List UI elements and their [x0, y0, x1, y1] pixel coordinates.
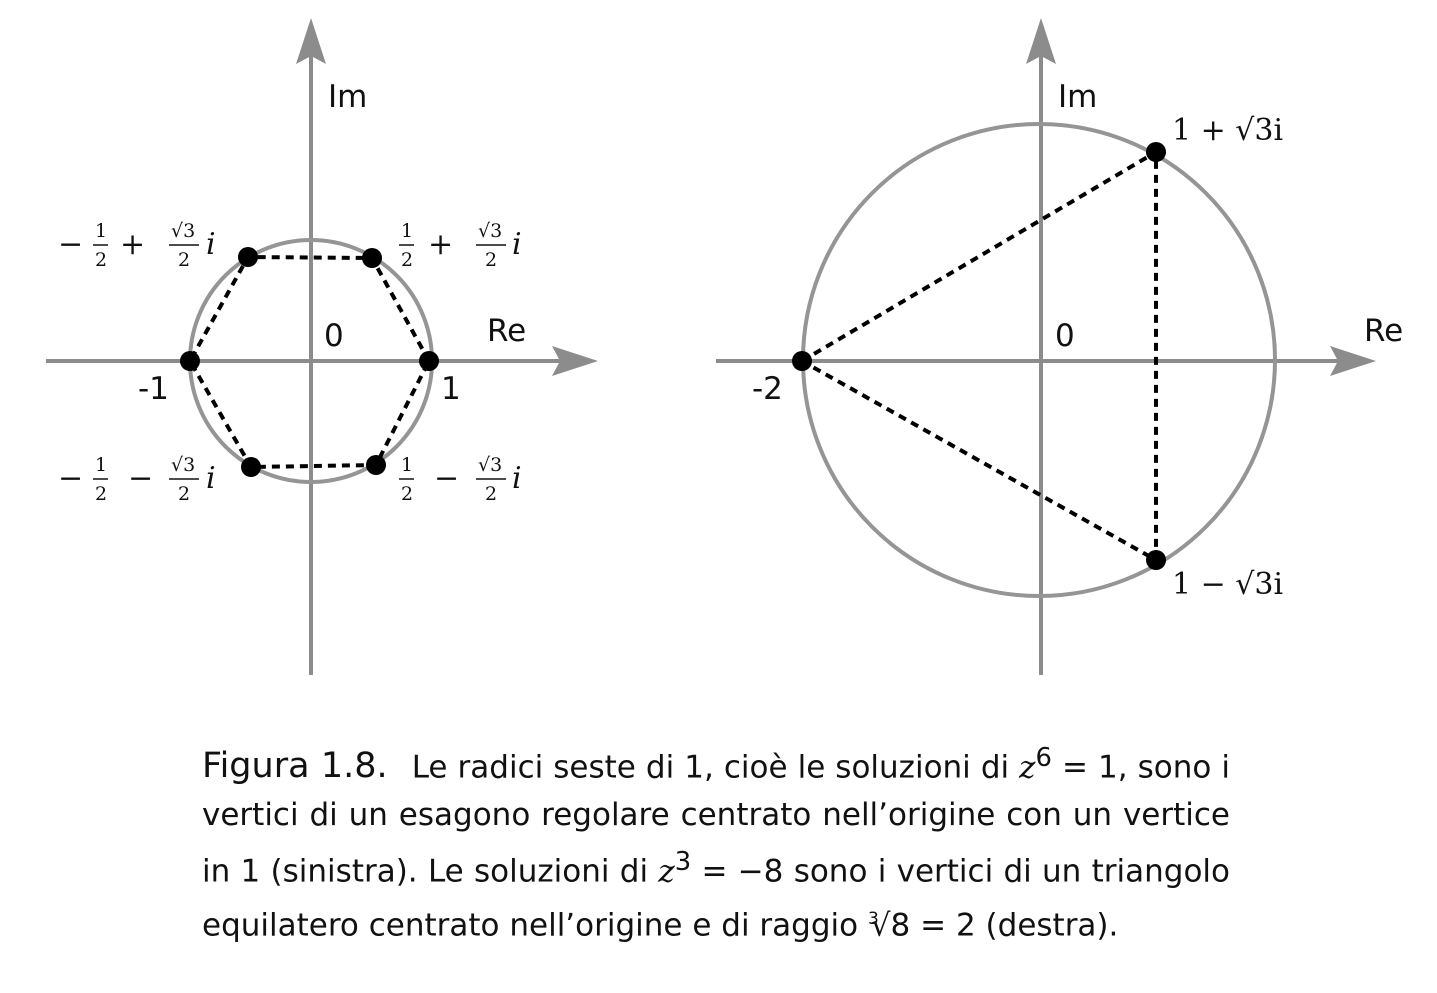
left-diagram: Im Re 0 -1 1 1 2 + √3 2 i − 1 2 + √3 2 i	[46, 18, 598, 675]
svg-text:1: 1	[401, 220, 413, 242]
complex-plane-diagrams: Im Re 0 -1 1 1 2 + √3 2 i − 1 2 + √3 2 i	[46, 18, 1403, 675]
caption-part3: sono i vertici di un triangolo equilater…	[202, 853, 1230, 944]
svg-text:2: 2	[178, 249, 190, 271]
svg-text:+: +	[120, 227, 145, 262]
left-tick-one: 1	[441, 371, 461, 407]
svg-text:√3: √3	[171, 220, 195, 242]
caption-eq2-var: z	[658, 853, 675, 890]
right-real-axis-arrow	[1330, 346, 1376, 376]
caption-part4: (destra).	[975, 907, 1119, 944]
svg-text:i: i	[206, 227, 216, 262]
figure-caption: Figura 1.8. Le radici seste di 1, cioè l…	[202, 735, 1230, 950]
left-vertex-2	[362, 248, 382, 268]
caption-root-body: √8 = 2	[870, 907, 976, 944]
svg-text:2: 2	[95, 483, 107, 505]
svg-text:2: 2	[178, 483, 190, 505]
svg-text:1: 1	[95, 220, 107, 242]
svg-text:−: −	[58, 461, 83, 496]
label-neg-half-minus-root3-half-i: − 1 2 − √3 2 i	[58, 454, 216, 505]
right-triangle	[797, 148, 1158, 564]
svg-text:−: −	[434, 461, 459, 496]
right-origin-label: 0	[1055, 318, 1075, 354]
svg-text:+: +	[428, 227, 453, 262]
caption-eq2-rest: = −8	[691, 853, 784, 890]
svg-text:√3: √3	[478, 220, 502, 242]
caption-part2: sono i vertici di un esagono regolare ce…	[202, 749, 1230, 890]
left-im-label: Im	[328, 79, 367, 115]
caption-eq1-rest: = 1,	[1051, 749, 1128, 786]
svg-text:i: i	[512, 227, 522, 262]
label-half-plus-root3-half-i: 1 2 + √3 2 i	[399, 220, 522, 271]
right-re-label: Re	[1364, 313, 1403, 349]
svg-text:1: 1	[401, 454, 413, 476]
left-vertex-6	[366, 455, 386, 475]
right-vertex-top	[1146, 142, 1166, 162]
caption-number: Figura 1.8.	[202, 746, 388, 787]
left-tick-neg-one: -1	[138, 371, 169, 407]
left-vertex-5	[241, 457, 261, 477]
label-one-plus-root3-i: 1 + √3i	[1172, 113, 1283, 148]
svg-text:−: −	[128, 461, 153, 496]
left-real-axis-arrow	[552, 346, 598, 376]
svg-text:2: 2	[401, 483, 413, 505]
svg-text:i: i	[206, 461, 216, 496]
caption-eq1-var: z	[1019, 749, 1036, 786]
svg-text:2: 2	[401, 249, 413, 271]
svg-text:2: 2	[485, 249, 497, 271]
left-vertex-1	[419, 351, 439, 371]
right-diagram: Im Re 0 -2 1 + √3i 1 − √3i	[716, 18, 1403, 675]
right-vertex-neg-two	[792, 351, 812, 371]
left-re-label: Re	[487, 313, 526, 349]
label-one-minus-root3-i: 1 − √3i	[1172, 567, 1283, 602]
svg-text:2: 2	[485, 483, 497, 505]
svg-text:√3: √3	[478, 454, 502, 476]
right-imag-axis-arrow	[1026, 18, 1056, 64]
left-imag-axis-arrow	[296, 18, 326, 64]
svg-text:−: −	[58, 227, 83, 262]
left-vertex-3	[238, 247, 258, 267]
left-vertex-4	[180, 351, 200, 371]
svg-text:i: i	[512, 461, 522, 496]
caption-root-index: 3	[867, 909, 879, 930]
right-tick-neg-two: -2	[752, 371, 783, 407]
svg-text:√3: √3	[171, 454, 195, 476]
figure-area: Im Re 0 -1 1 1 2 + √3 2 i − 1 2 + √3 2 i	[46, 18, 1403, 675]
left-origin-label: 0	[324, 318, 344, 354]
caption-eq1-exp: 6	[1035, 743, 1052, 773]
label-half-minus-root3-half-i: 1 2 − √3 2 i	[399, 454, 522, 505]
caption-eq2-exp: 3	[674, 847, 692, 878]
right-im-label: Im	[1058, 79, 1097, 115]
right-vertex-bottom	[1146, 550, 1166, 570]
svg-text:2: 2	[95, 249, 107, 271]
svg-text:1: 1	[95, 454, 107, 476]
label-neg-half-plus-root3-half-i: − 1 2 + √3 2 i	[58, 220, 216, 271]
caption-part1: Le radici seste di 1, cioè le soluzioni …	[411, 749, 1020, 786]
